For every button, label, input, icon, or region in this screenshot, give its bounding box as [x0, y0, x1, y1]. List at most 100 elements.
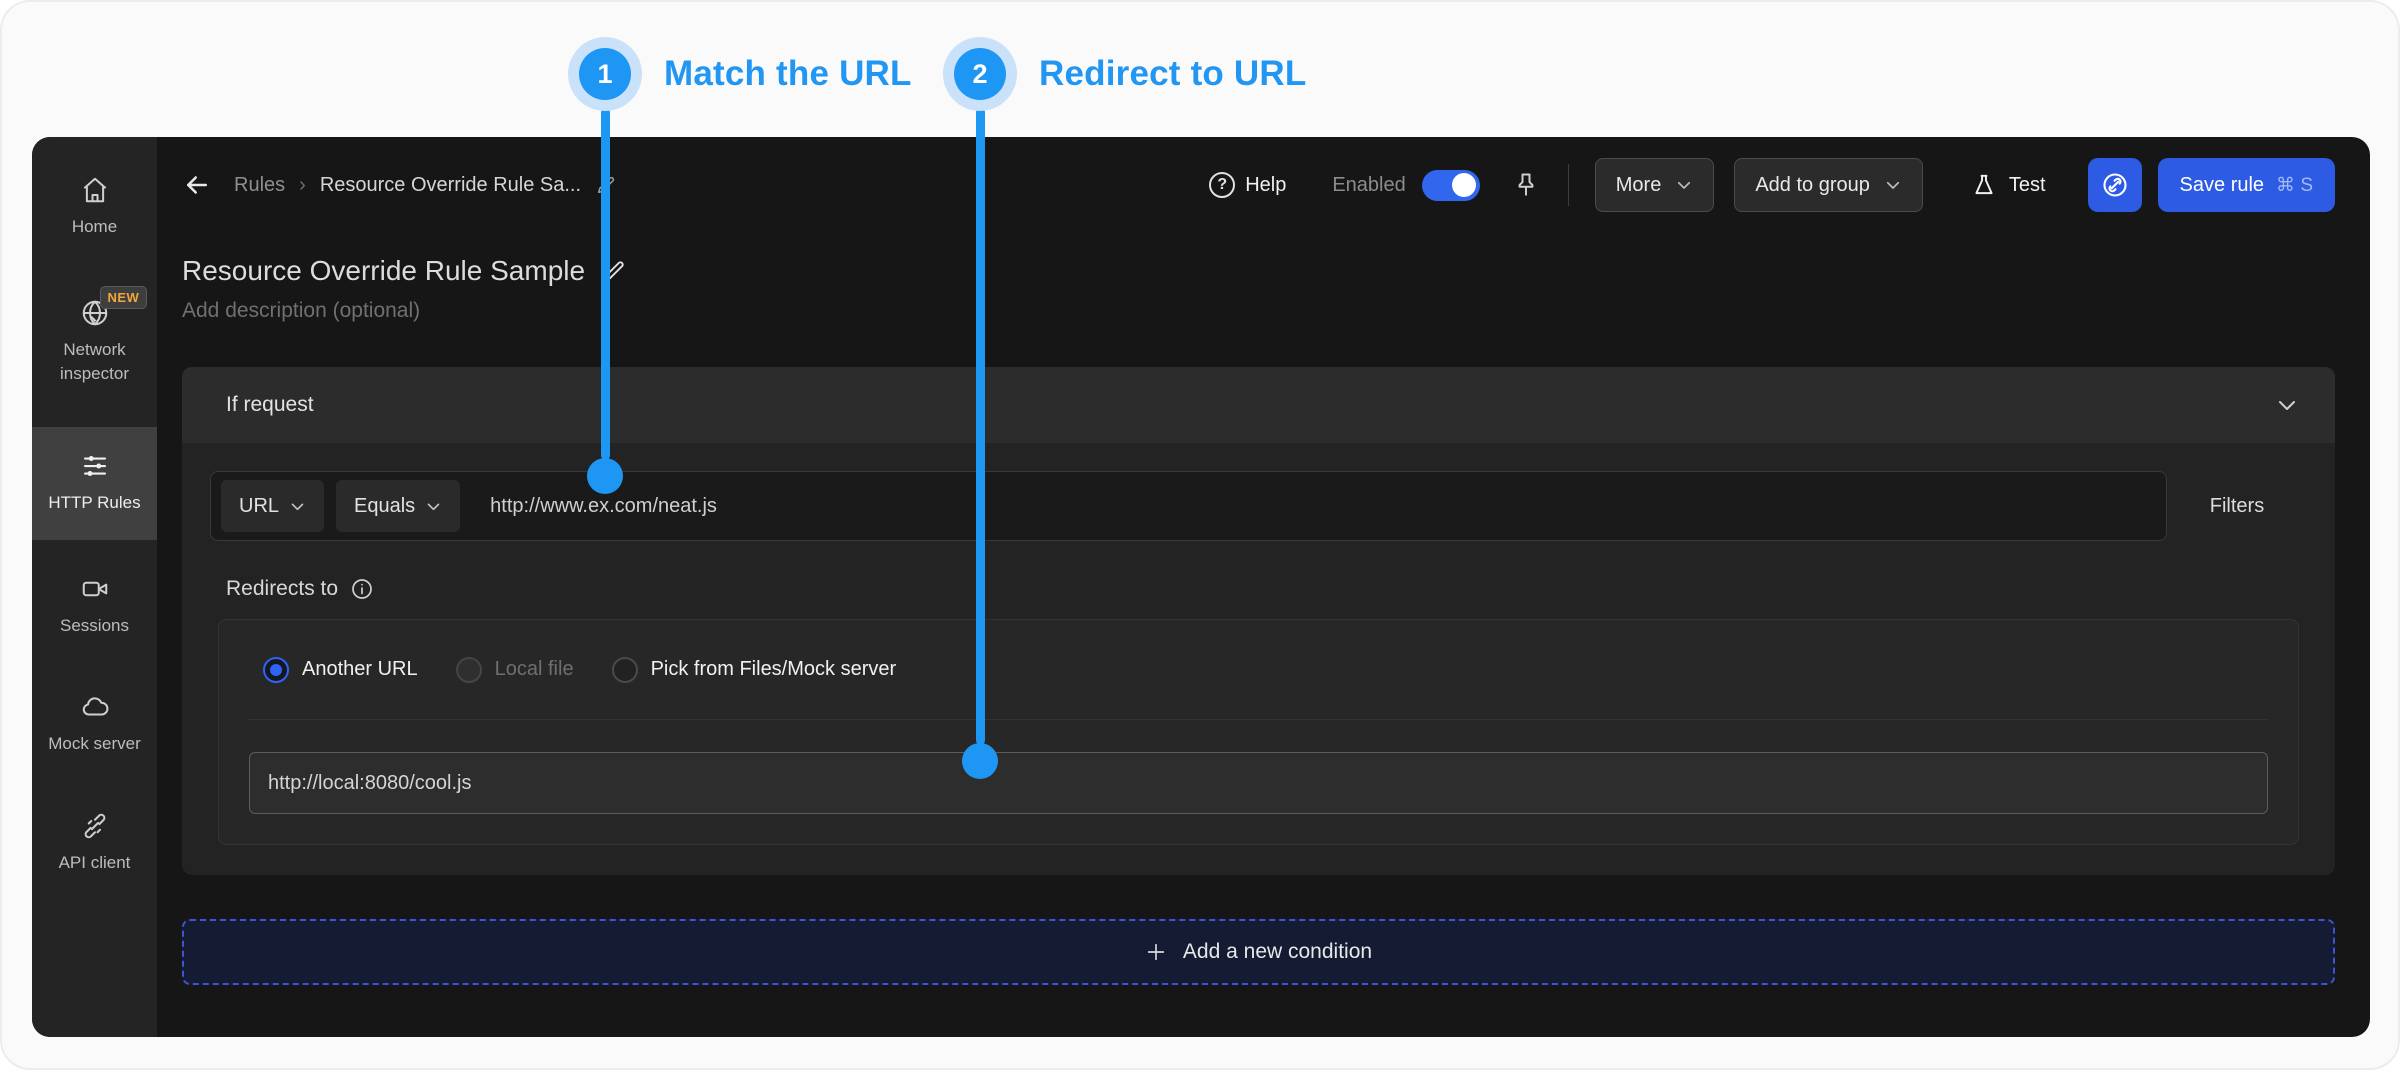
- operator-selector-value: Equals: [354, 494, 416, 517]
- step2-label: Redirect to URL: [1039, 54, 1307, 93]
- enabled-control: Enabled: [1332, 169, 1480, 201]
- topbar: Rules › Resource Override Rule Sa... ? H…: [182, 157, 2335, 213]
- source-url-input[interactable]: [472, 494, 2156, 518]
- add-condition-button[interactable]: Add a new condition: [182, 919, 2335, 985]
- toggle-knob: [1451, 173, 1476, 197]
- chevron-down-icon: [289, 498, 306, 515]
- pin-icon[interactable]: [1512, 171, 1540, 199]
- chevron-down-icon: [1675, 176, 1693, 194]
- field-selector[interactable]: URL: [221, 480, 325, 532]
- radio-unselected-icon: [611, 656, 638, 683]
- chevron-down-icon[interactable]: [2275, 393, 2299, 417]
- operator-selector[interactable]: Equals: [336, 480, 461, 532]
- sidebar-item-label: HTTP Rules: [48, 492, 141, 512]
- divider: [1567, 164, 1569, 206]
- destination-type-radio-group: Another URL Local file Pick from Files/M…: [249, 620, 2268, 720]
- main-panel: Rules › Resource Override Rule Sa... ? H…: [157, 137, 2370, 1037]
- back-arrow-icon[interactable]: [182, 170, 212, 200]
- step1-pointer-dot: [587, 458, 623, 494]
- help-label: Help: [1245, 173, 1287, 196]
- camera-icon: [80, 574, 110, 604]
- plus-icon: [1145, 941, 1167, 963]
- step2-pointer-dot: [962, 743, 998, 779]
- home-icon: [80, 175, 110, 205]
- rule-title: Resource Override Rule Sample: [182, 255, 586, 286]
- radio-another-url[interactable]: Another URL: [263, 656, 418, 683]
- add-to-group-label: Add to group: [1755, 173, 1870, 196]
- sidebar-item-home[interactable]: Home: [32, 159, 157, 256]
- step1-pointer-line: [601, 108, 610, 460]
- save-rule-label: Save rule: [2179, 173, 2265, 196]
- condition-card: If request URL: [182, 367, 2335, 875]
- rule-description-input[interactable]: [182, 299, 782, 323]
- if-request-header[interactable]: If request: [182, 367, 2335, 443]
- rule-description-field[interactable]: [182, 299, 2335, 323]
- sidebar-item-label: Home: [71, 217, 118, 236]
- help-icon: ?: [1209, 172, 1236, 198]
- sidebar-item-http-rules[interactable]: HTTP Rules: [32, 426, 157, 540]
- add-to-group-button[interactable]: Add to group: [1734, 158, 1923, 212]
- step1-number: 1: [579, 48, 631, 100]
- sidebar-item-mock-server[interactable]: Mock server: [32, 676, 157, 773]
- sidebar: Home NEW Network inspector HTTP Rules: [32, 137, 157, 1037]
- radio-pick-from-files[interactable]: Pick from Files/Mock server: [611, 656, 897, 683]
- cloud-icon: [80, 692, 110, 722]
- radio-label: Local file: [494, 658, 574, 680]
- sidebar-item-sessions[interactable]: Sessions: [32, 558, 157, 655]
- radio-disabled-icon: [455, 656, 482, 683]
- redirects-to-label-row: Redirects to: [226, 577, 2307, 601]
- radio-label: Pick from Files/Mock server: [650, 658, 897, 680]
- sidebar-item-label: API client: [58, 852, 131, 872]
- sidebar-item-network-inspector[interactable]: NEW Network inspector: [32, 282, 157, 403]
- sliders-icon: [80, 451, 110, 481]
- breadcrumb-rules-link[interactable]: Rules: [234, 173, 286, 196]
- new-badge: NEW: [99, 285, 148, 309]
- plug-icon: [80, 811, 110, 841]
- step1-badge: 1: [568, 37, 642, 111]
- more-label: More: [1615, 173, 1662, 196]
- step1-label: Match the URL: [664, 54, 912, 93]
- filters-button[interactable]: Filters: [2209, 494, 2265, 517]
- sidebar-item-label: Sessions: [60, 615, 129, 635]
- link-icon: [2101, 171, 2129, 199]
- save-rule-button[interactable]: Save rule ⌘ S: [2157, 158, 2335, 212]
- destination-card: Another URL Local file Pick from Files/M…: [218, 619, 2299, 845]
- more-button[interactable]: More: [1594, 158, 1715, 212]
- topbar-actions: ? Help Enabled More: [1209, 158, 2335, 212]
- globe-icon: NEW: [80, 285, 148, 328]
- destination-url-input[interactable]: [249, 752, 2268, 814]
- rule-title-row: Resource Override Rule Sample: [182, 255, 2335, 287]
- step2-pointer-line: [976, 108, 985, 745]
- info-icon[interactable]: [350, 577, 374, 601]
- condition-row: URL Equals: [210, 471, 2307, 541]
- condition-body: URL Equals: [182, 443, 2335, 875]
- step2-badge: 2: [943, 37, 1017, 111]
- test-button[interactable]: Test: [1971, 172, 2046, 198]
- flask-icon: [1971, 172, 1997, 198]
- radio-selected-icon: [263, 656, 289, 683]
- title-edit-pencil-icon[interactable]: [601, 258, 627, 284]
- chevron-down-icon: [1884, 176, 1902, 194]
- add-condition-label: Add a new condition: [1182, 940, 1373, 963]
- sidebar-item-label: Mock server: [48, 734, 141, 754]
- radio-label: Another URL: [302, 658, 418, 680]
- url-condition-row: URL Equals: [210, 471, 2167, 541]
- save-shortcut: ⌘ S: [2276, 174, 2313, 196]
- breadcrumb-current: Resource Override Rule Sa...: [319, 173, 582, 196]
- radio-local-file[interactable]: Local file: [455, 656, 574, 683]
- breadcrumb-separator: ›: [299, 173, 306, 196]
- sidebar-item-label: Network inspector: [60, 339, 129, 384]
- share-link-button[interactable]: [2087, 158, 2142, 212]
- edit-pencil-icon[interactable]: [595, 174, 617, 196]
- enabled-toggle[interactable]: [1421, 169, 1480, 201]
- chevron-down-icon: [425, 498, 442, 515]
- if-request-title: If request: [226, 393, 314, 416]
- app-window: Home NEW Network inspector HTTP Rules: [32, 137, 2370, 1037]
- field-selector-value: URL: [239, 494, 280, 517]
- redirects-to-label: Redirects to: [226, 577, 339, 600]
- help-button[interactable]: ? Help: [1209, 172, 1286, 198]
- sidebar-item-api-client[interactable]: API client: [32, 795, 157, 892]
- step2-number: 2: [954, 48, 1006, 100]
- enabled-label: Enabled: [1332, 173, 1406, 196]
